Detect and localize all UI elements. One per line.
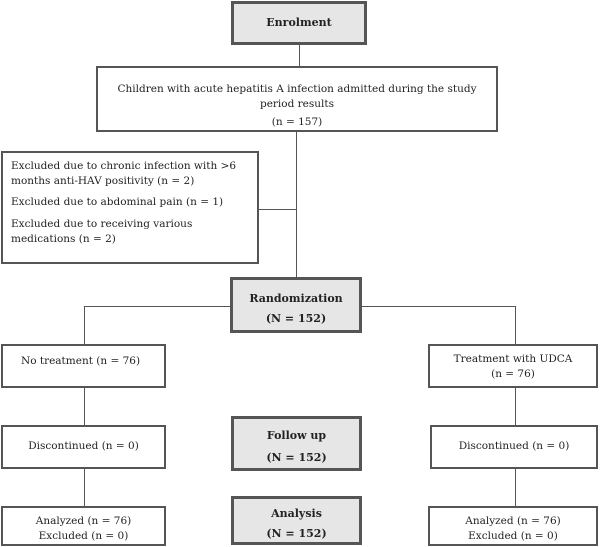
right-analyzed-box: Analyzed (n = 76) Excluded (n = 0) [428, 506, 598, 546]
udca-label: Treatment with UDCA [453, 353, 573, 365]
admitted-box: Children with acute hepatitis A infectio… [96, 66, 498, 132]
left-analyzed-label: Analyzed (n = 76) [35, 515, 132, 527]
analysis-title: Analysis [271, 507, 322, 520]
randomization-box: Randomization (N = 152) [230, 277, 362, 333]
right-excluded-label: Excluded (n = 0) [468, 530, 558, 543]
connector-right-arm [515, 306, 516, 345]
excluded-item-medications: Excluded due to receiving various medica… [11, 217, 193, 245]
follow-up-title: Follow up [266, 429, 327, 442]
connector-right-discontinued-analyzed [515, 468, 516, 506]
enrolment-box: Enrolment [231, 1, 367, 45]
right-discontinued-box: Discontinued (n = 0) [430, 425, 598, 469]
admitted-text: Children with acute hepatitis A infectio… [117, 83, 477, 111]
connector-left-discontinued-analyzed [84, 468, 85, 506]
left-excluded-label: Excluded (n = 0) [38, 530, 129, 543]
excluded-item-chronic: Excluded due to chronic infection with >… [11, 160, 237, 188]
follow-up-box: Follow up (N = 152) [231, 416, 362, 471]
udca-count: (n = 76) [491, 368, 535, 381]
excluded-item-abdominal: Excluded due to abdominal pain (n = 1) [11, 196, 224, 209]
no-treatment-box: No treatment (n = 76) [1, 344, 166, 388]
connector-right-group-discontinued [515, 387, 516, 425]
left-discontinued-box: Discontinued (n = 0) [1, 425, 166, 469]
randomization-count: (N = 152) [265, 311, 327, 325]
excluded-box: Excluded due to chronic infection with >… [1, 151, 259, 264]
connector-enrol-admitted [299, 44, 300, 66]
left-analyzed-box: Analyzed (n = 76) Excluded (n = 0) [1, 506, 166, 546]
connector-excluded [258, 209, 296, 210]
left-discontinued-label: Discontinued (n = 0) [28, 440, 139, 452]
no-treatment-label: No treatment (n = 76) [21, 355, 141, 367]
analysis-count: (N = 152) [266, 526, 327, 540]
randomization-title: Randomization [249, 292, 343, 305]
connector-admitted-randomization [296, 131, 297, 277]
connector-left-arm [84, 306, 85, 345]
right-discontinued-label: Discontinued (n = 0) [458, 440, 570, 452]
enrolment-title: Enrolment [266, 16, 332, 29]
analysis-box: Analysis (N = 152) [231, 496, 362, 545]
follow-up-count: (N = 152) [266, 450, 327, 464]
right-analyzed-label: Analyzed (n = 76) [465, 515, 561, 527]
udca-box: Treatment with UDCA (n = 76) [428, 344, 598, 388]
admitted-count: (n = 157) [271, 116, 323, 129]
connector-left-group-discontinued [84, 387, 85, 425]
